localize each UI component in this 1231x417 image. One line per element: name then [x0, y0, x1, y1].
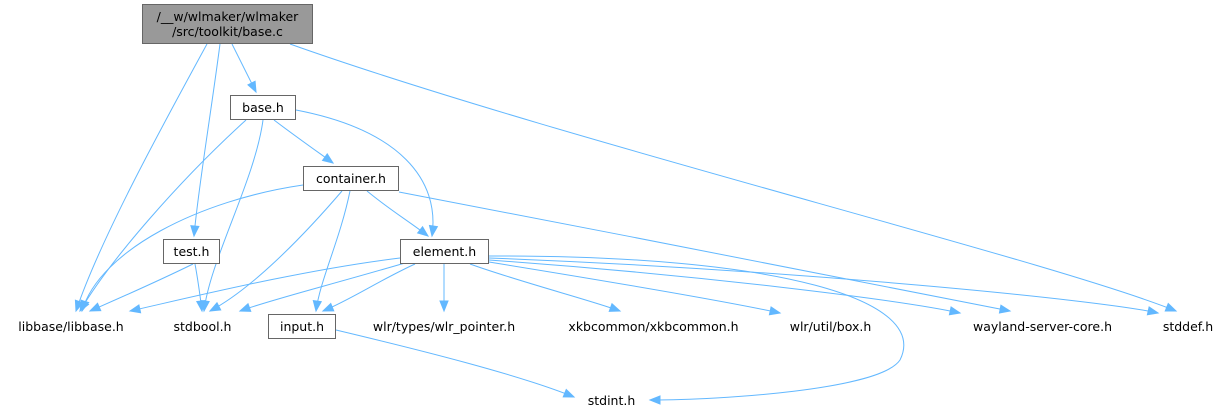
node-label: stdint.h	[587, 393, 636, 408]
edge-element_h-to-wayland_h	[488, 259, 962, 316]
edge-line	[273, 119, 334, 164]
edge-line	[289, 43, 1177, 312]
edge-element_h-to-wlr_pointer_h	[439, 264, 449, 313]
arrowhead-icon	[648, 395, 661, 405]
node-input-h[interactable]: input.h	[268, 314, 336, 339]
node-container-h[interactable]: container.h	[303, 166, 399, 191]
node-label: test.h	[173, 244, 210, 259]
node-libbase-h: libbase/libbase.h	[4, 314, 138, 339]
node-element-h[interactable]: element.h	[400, 239, 489, 264]
arrowhead-icon	[195, 299, 206, 313]
edge-container_h-to-element_h	[366, 190, 430, 237]
edge-element_h-to-input_h	[321, 263, 416, 312]
edge-line	[295, 109, 434, 237]
edge-line	[89, 263, 194, 312]
edge-base_h-to-stdbool_h	[200, 119, 264, 313]
node-label: /__w/wlmaker/wlmaker /src/toolkit/base.c	[156, 9, 299, 39]
edge-container_h-to-input_h	[312, 190, 351, 313]
arrowhead-icon	[88, 302, 102, 312]
arrowhead-icon	[247, 80, 257, 94]
node-label: wlr/util/box.h	[789, 319, 872, 334]
edge-line	[488, 255, 905, 401]
node-label: wlr/types/wlr_pointer.h	[372, 319, 516, 334]
edge-base_h-to-libbase_h	[79, 119, 247, 313]
node-box-h: wlr/util/box.h	[777, 314, 884, 339]
edge-base_h-to-element_h	[295, 109, 439, 238]
edge-root-to-base_h	[231, 43, 257, 94]
node-label: base.h	[242, 100, 284, 115]
arrowhead-icon	[562, 388, 576, 398]
edge-line	[335, 329, 575, 398]
node-test-h[interactable]: test.h	[163, 239, 220, 264]
edge-container_h-to-wayland_h	[398, 191, 1012, 314]
arrowhead-icon	[80, 299, 90, 313]
arrowhead-icon	[238, 302, 252, 312]
edge-element_h-to-stdint_h	[488, 255, 905, 405]
arrowhead-icon	[608, 302, 622, 312]
edge-line	[322, 263, 416, 312]
node-base-h[interactable]: base.h	[230, 95, 296, 120]
node-label: xkbcommon/xkbcommon.h	[568, 319, 739, 334]
arrowhead-icon	[190, 225, 200, 238]
edge-base_h-to-container_h	[273, 119, 335, 164]
edge-line	[79, 119, 247, 312]
edge-line	[488, 259, 961, 314]
edge-line	[469, 263, 621, 312]
arrowhead-icon	[321, 153, 335, 164]
node-label: input.h	[279, 319, 325, 334]
node-label: libbase/libbase.h	[18, 319, 124, 334]
node-label: wayland-server-core.h	[972, 319, 1113, 334]
edge-element_h-to-xkbcommon_h	[469, 263, 622, 312]
node-root: /__w/wlmaker/wlmaker /src/toolkit/base.c	[142, 4, 313, 44]
edge-test_h-to-stdbool_h	[194, 263, 206, 313]
node-wayland-h: wayland-server-core.h	[958, 314, 1127, 339]
edge-line	[488, 257, 1159, 314]
edge-line	[398, 191, 1011, 312]
arrowhead-icon	[208, 301, 222, 312]
edge-root-to-stddef_h	[289, 43, 1178, 312]
edge-root-to-libbase_h	[74, 43, 208, 313]
edge-line	[203, 119, 264, 312]
edge-line	[209, 190, 343, 312]
node-stdbool-h: stdbool.h	[161, 314, 244, 339]
arrowhead-icon	[1146, 306, 1160, 316]
edge-root-to-test_h	[190, 43, 221, 238]
node-stddef-h: stddef.h	[1150, 314, 1226, 339]
edge-test_h-to-libbase_h	[88, 263, 194, 312]
edge-input_h-to-stdint_h	[335, 329, 576, 398]
arrowhead-icon	[312, 299, 323, 313]
node-label: stdbool.h	[173, 319, 232, 334]
edge-line	[239, 262, 406, 312]
edge-line	[193, 43, 221, 237]
arrowhead-icon	[321, 302, 335, 312]
arrowhead-icon	[428, 224, 439, 238]
edge-container_h-to-libbase_h	[80, 184, 304, 313]
node-label: container.h	[316, 171, 386, 186]
arrowhead-icon	[768, 306, 782, 316]
arrowhead-icon	[439, 300, 449, 313]
edge-element_h-to-box_h	[488, 261, 782, 316]
edge-element_h-to-stdbool_h	[238, 262, 406, 312]
node-wlr-pointer-h: wlr/types/wlr_pointer.h	[358, 314, 530, 339]
edge-line	[75, 43, 208, 312]
node-stdint-h: stdint.h	[576, 388, 647, 413]
arrowhead-icon	[128, 304, 142, 314]
edge-element_h-to-libbase_h	[128, 257, 401, 314]
edge-line	[488, 261, 781, 314]
arrowhead-icon	[948, 306, 962, 316]
edge-line	[315, 190, 351, 312]
edge-line	[366, 190, 429, 237]
edge-container_h-to-stdbool_h	[208, 190, 343, 312]
edge-element_h-to-stddef_h	[488, 257, 1160, 316]
arrowhead-icon	[1164, 302, 1178, 312]
edge-line	[81, 184, 304, 312]
arrowhead-icon	[998, 304, 1012, 314]
node-xkbcommon-h: xkbcommon/xkbcommon.h	[553, 314, 754, 339]
node-label: element.h	[412, 244, 477, 259]
arrowhead-icon	[416, 225, 430, 237]
node-label: stddef.h	[1162, 319, 1214, 334]
edge-line	[129, 257, 401, 312]
